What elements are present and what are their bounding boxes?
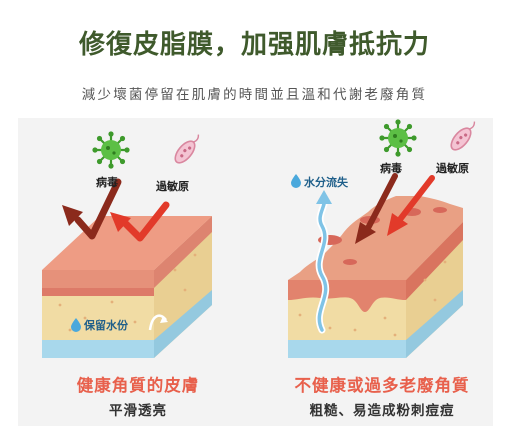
healthy-caption: 健康角質的皮膚 bbox=[76, 376, 200, 395]
water-drop-icon-right bbox=[291, 174, 301, 188]
water-drop-icon bbox=[71, 318, 81, 332]
allergen-icon-left bbox=[174, 134, 200, 164]
virus-label-left: 病毒 bbox=[96, 175, 118, 189]
penetrate-arrow-red bbox=[387, 175, 435, 236]
allergen-label-left: 過敏原 bbox=[155, 179, 189, 193]
bounce-arrow-dark bbox=[62, 178, 122, 240]
virus-label-right: 病毒 bbox=[380, 161, 402, 175]
virus-icon-right bbox=[379, 119, 417, 157]
water-label-right: 水分流失 bbox=[304, 175, 349, 189]
water-loss-arrow bbox=[317, 198, 328, 332]
penetrate-arrow-dark bbox=[355, 173, 398, 244]
water-label-left: 保留水份 bbox=[83, 318, 129, 332]
healthy-subcaption: 平滑透亮 bbox=[109, 403, 167, 419]
unhealthy-subcaption: 粗糙、易造成粉刺痘痘 bbox=[309, 403, 455, 419]
water-loss-arrowhead bbox=[316, 190, 332, 204]
page-title: 修復皮脂膜，加强肌膚抵抗力 bbox=[78, 30, 430, 60]
page-subtitle: 減少壞菌停留在肌膚的時間並且溫和代謝老廢角質 bbox=[81, 87, 428, 103]
allergen-icon-right bbox=[450, 121, 476, 151]
water-retain-arrowhead bbox=[160, 316, 168, 323]
healthy-skin-block bbox=[42, 216, 212, 358]
bounce-arrow-red bbox=[110, 201, 170, 242]
allergen-label-right: 過敏原 bbox=[435, 161, 469, 175]
virus-icon-left bbox=[92, 131, 130, 169]
unhealthy-skin-block bbox=[288, 196, 463, 358]
unhealthy-caption: 不健康或過多老廢角質 bbox=[294, 376, 470, 395]
